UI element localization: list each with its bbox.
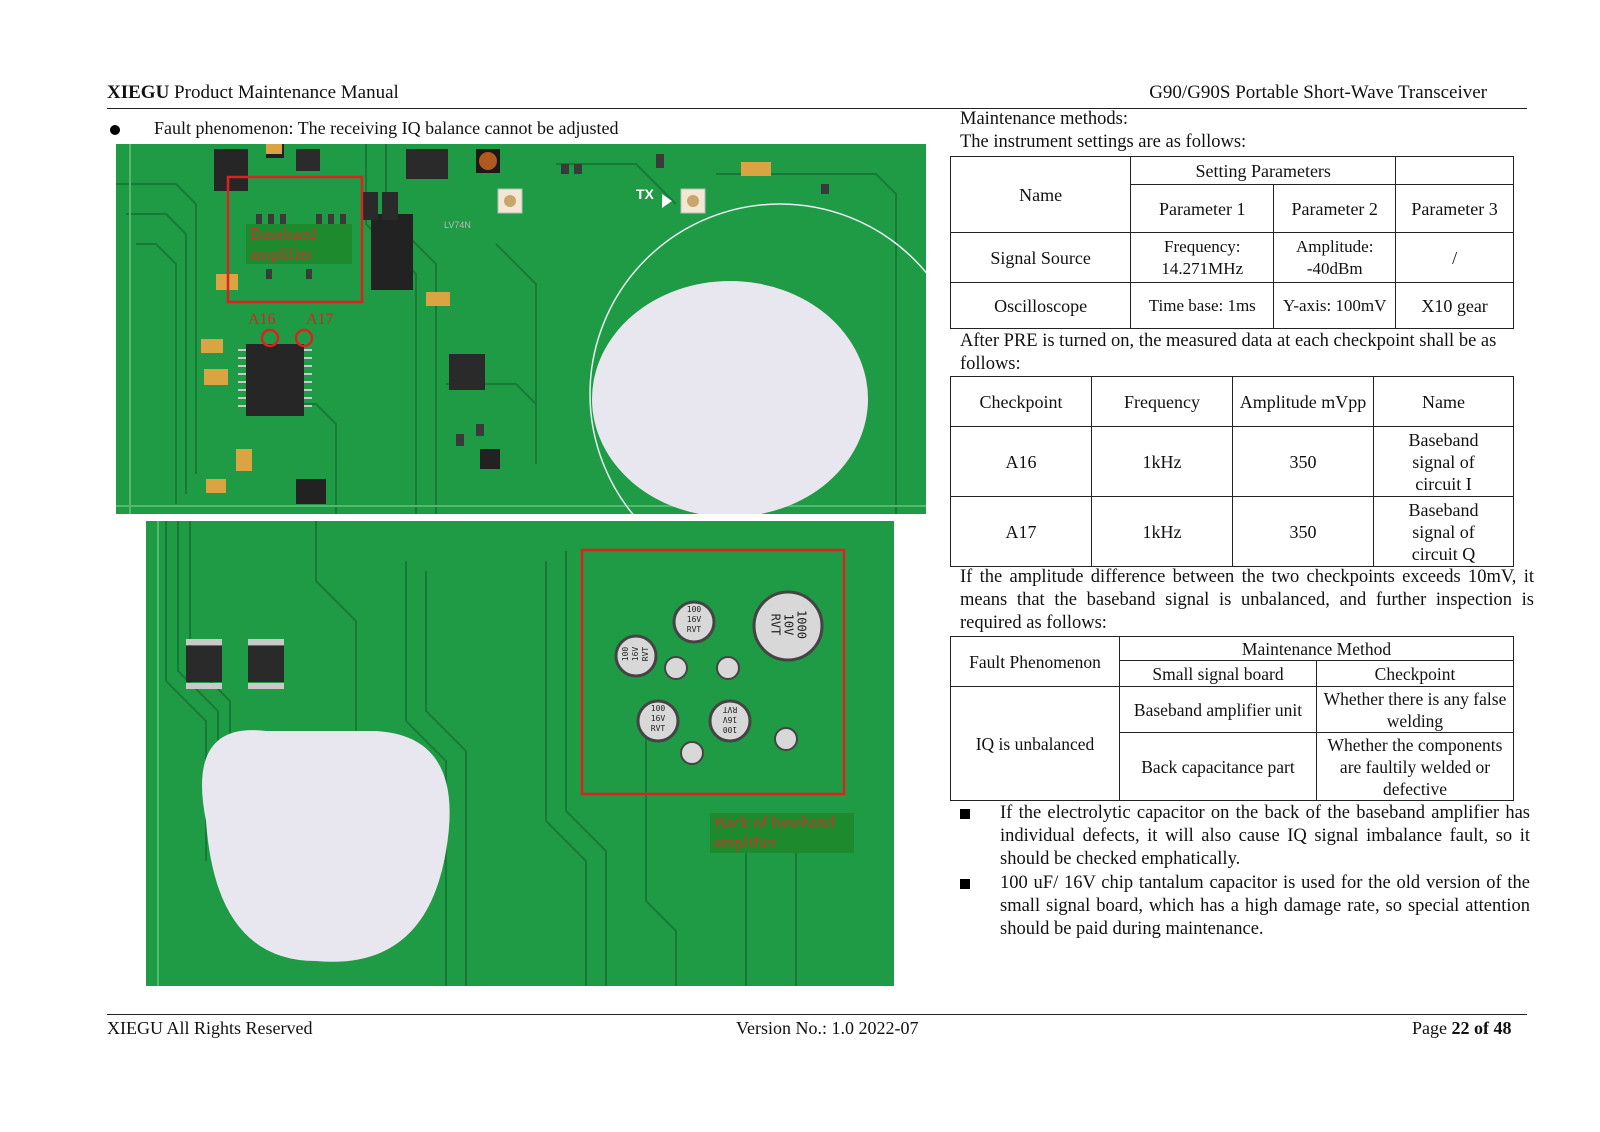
header-brand: XIEGU bbox=[107, 82, 170, 103]
row-p2: Amplitude: -40dBm bbox=[1273, 232, 1397, 283]
note-1: If the electrolytic capacitor on the bac… bbox=[960, 802, 1530, 871]
capacitor-large-marking: 1000 10V RVT bbox=[768, 605, 809, 645]
back-baseband-label: Back of baseband amplifier bbox=[710, 813, 854, 853]
capacitor-marking: 100 16V RVT bbox=[621, 639, 651, 669]
cap-text: RVT bbox=[641, 646, 650, 662]
th-blank bbox=[1395, 156, 1514, 185]
row-name: Signal Source bbox=[949, 232, 1132, 283]
row-p2: Y-axis: 100mV bbox=[1273, 282, 1397, 329]
difference-text: If the amplitude difference between the … bbox=[960, 567, 1534, 633]
baseband-amplifier-label: Baseband amplifier bbox=[246, 224, 352, 264]
row-p3: X10 gear bbox=[1395, 282, 1514, 329]
cell-part: Back capacitance part bbox=[1119, 732, 1317, 801]
cell-check: Whether there is any false welding bbox=[1316, 686, 1514, 733]
intro-line-2: The instrument settings are as follows: bbox=[960, 132, 1247, 152]
cell-amplitude: 350 bbox=[1232, 496, 1374, 567]
cap-text: 100 bbox=[650, 704, 666, 713]
maintenance-table: Fault Phenomenon Maintenance Method Smal… bbox=[950, 636, 1514, 801]
capacitor-marking: 100 16V RVT bbox=[643, 704, 673, 734]
header-title: Product Maintenance Manual bbox=[169, 82, 399, 103]
th-param3: Parameter 3 bbox=[1395, 184, 1514, 233]
fault-bullet: Fault phenomenon: The receiving IQ balan… bbox=[110, 118, 619, 139]
cell-part: Baseband amplifier unit bbox=[1119, 686, 1317, 733]
footer-rule bbox=[107, 1014, 1527, 1015]
checkpoint-table: Checkpoint Frequency Amplitude mVpp Name… bbox=[950, 376, 1514, 567]
note-2-text: 100 uF/ 16V chip tantalum capacitor is u… bbox=[1000, 873, 1530, 939]
page-prefix: Page bbox=[1412, 1018, 1452, 1038]
square-bullet-icon bbox=[960, 879, 970, 889]
pcb-photo-top: LV74N TX Baseband amplifier A16 A17 bbox=[116, 144, 926, 514]
cap-text: 100 bbox=[621, 646, 630, 662]
cap-text: RVT bbox=[768, 613, 783, 636]
cap-text: RVT bbox=[686, 625, 702, 634]
note-2: 100 uF/ 16V chip tantalum capacitor is u… bbox=[960, 872, 1530, 941]
th-checkpoint-3: Checkpoint bbox=[1316, 660, 1514, 687]
row-p1: Time base: 1ms bbox=[1130, 282, 1275, 329]
page-header: XIEGU Product Maintenance Manual G90/G90… bbox=[107, 80, 1527, 109]
header-right: G90/G90S Portable Short-Wave Transceiver bbox=[1149, 82, 1487, 103]
th-small-board: Small signal board bbox=[1119, 660, 1317, 687]
pcb-bottom-drawing bbox=[146, 521, 894, 986]
cap-text: 100 bbox=[686, 605, 702, 614]
cap-text: 16V bbox=[650, 714, 666, 723]
pcb-top-drawing bbox=[116, 144, 926, 514]
th-param1: Parameter 1 bbox=[1130, 184, 1275, 233]
th-setting-parameters: Setting Parameters bbox=[1130, 156, 1397, 185]
th-method: Maintenance Method bbox=[1119, 636, 1514, 661]
header-left: XIEGU Product Maintenance Manual bbox=[107, 82, 399, 104]
cell-cp-name: Baseband signal of circuit Q bbox=[1373, 496, 1514, 567]
cell-amplitude: 350 bbox=[1232, 426, 1374, 497]
cell-check: Whether the components are faultily weld… bbox=[1316, 732, 1514, 801]
cap-text: RVT bbox=[722, 705, 738, 714]
th-checkpoint: Checkpoint bbox=[950, 376, 1092, 427]
a16-label: A16 bbox=[248, 311, 276, 328]
after-pre-text: After PRE is turned on, the measured dat… bbox=[960, 331, 1497, 374]
footer-left: XIEGU All Rights Reserved bbox=[107, 1018, 313, 1038]
bullet-dot-icon bbox=[110, 124, 120, 135]
capacitor-marking: 100 16V RVT bbox=[679, 605, 709, 635]
cell-frequency: 1kHz bbox=[1091, 496, 1233, 567]
th-frequency: Frequency bbox=[1091, 376, 1233, 427]
settings-table: Name Setting Parameters Parameter 1 Para… bbox=[949, 156, 1514, 329]
cap-text: 10V bbox=[781, 613, 796, 636]
row-p1: Frequency: 14.271MHz bbox=[1130, 232, 1275, 283]
cap-text: 16V bbox=[631, 646, 640, 662]
cap-text: 16V bbox=[686, 615, 702, 624]
cell-frequency: 1kHz bbox=[1091, 426, 1233, 497]
intro-text: Maintenance methods: The instrument sett… bbox=[960, 108, 1540, 154]
row-name: Oscilloscope bbox=[949, 282, 1132, 329]
page-number: 22 bbox=[1451, 1018, 1470, 1038]
page-total: 48 bbox=[1493, 1018, 1512, 1038]
cap-text: 16V bbox=[722, 715, 738, 724]
cap-text: 1000 bbox=[794, 610, 809, 639]
footer-version: Version No.: 1.0 2022-07 bbox=[736, 1018, 919, 1038]
footer-page: Page 22 of 48 bbox=[1412, 1018, 1512, 1039]
th-amplitude: Amplitude mVpp bbox=[1232, 376, 1374, 427]
square-bullet-icon bbox=[960, 809, 970, 819]
cell-checkpoint: A16 bbox=[950, 426, 1092, 497]
fault-text: Fault phenomenon: The receiving IQ balan… bbox=[154, 118, 619, 138]
pcb-photo-bottom: 1000 10V RVT 100 16V RVT 100 16V RVT 100… bbox=[146, 521, 894, 986]
th-fault: Fault Phenomenon bbox=[950, 636, 1120, 687]
a17-label: A17 bbox=[306, 311, 334, 328]
th-cp-name: Name bbox=[1373, 376, 1514, 427]
row-p3: / bbox=[1395, 232, 1514, 283]
cap-text: RVT bbox=[650, 724, 666, 733]
th-param2: Parameter 2 bbox=[1273, 184, 1397, 233]
cell-cp-name: Baseband signal of circuit I bbox=[1373, 426, 1514, 497]
cell-checkpoint: A17 bbox=[950, 496, 1092, 567]
cell-fault: IQ is unbalanced bbox=[950, 686, 1120, 801]
cap-text: 100 bbox=[722, 725, 738, 734]
page-of: of bbox=[1469, 1018, 1494, 1038]
intro-line-1: Maintenance methods: bbox=[960, 109, 1128, 129]
capacitor-marking: 100 16V RVT bbox=[715, 704, 745, 734]
chip-marking: LV74N bbox=[444, 220, 471, 230]
th-name: Name bbox=[949, 156, 1132, 233]
note-1-text: If the electrolytic capacitor on the bac… bbox=[1000, 803, 1530, 869]
tx-label: TX bbox=[636, 186, 654, 202]
